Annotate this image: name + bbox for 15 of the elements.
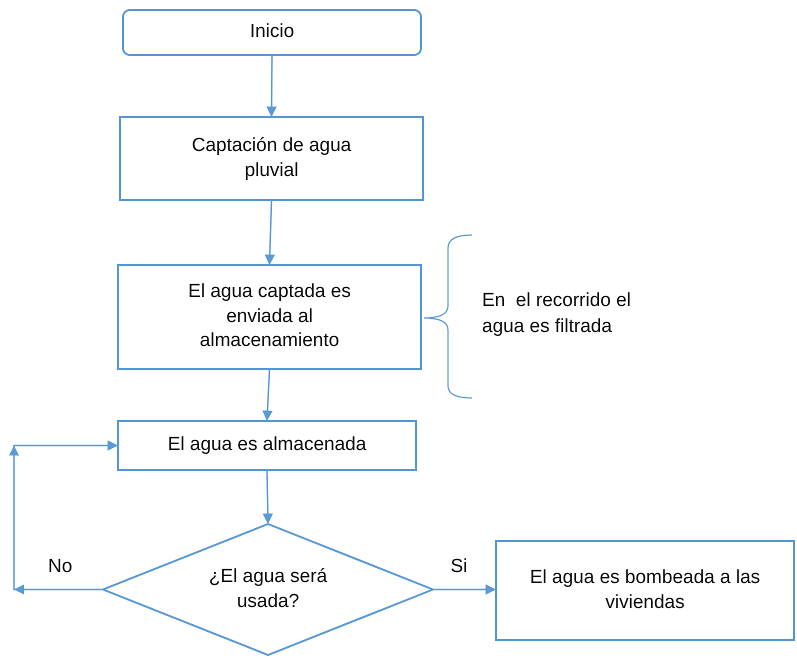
node-text: Inicio: [250, 20, 294, 44]
node-text: El agua es bombeada a las viviendas: [528, 566, 762, 614]
node-text: El agua es almacenada: [168, 433, 366, 458]
decision-diamond: [102, 523, 434, 656]
process-box: [495, 540, 795, 641]
node-text: Captación de agua pluvial: [190, 134, 352, 182]
edge-label: Si: [450, 556, 468, 578]
process-box: [119, 116, 424, 201]
note-text: En el recorrido el agua es filtrada: [482, 289, 632, 339]
process-box: [117, 264, 422, 370]
node-text: El agua captada es enviada al almacenamiento: [187, 280, 352, 354]
edge-label: No: [48, 556, 72, 578]
node-text: ¿El agua será usada?: [208, 564, 328, 614]
start-terminal: [122, 9, 422, 56]
process-box: [117, 420, 417, 471]
